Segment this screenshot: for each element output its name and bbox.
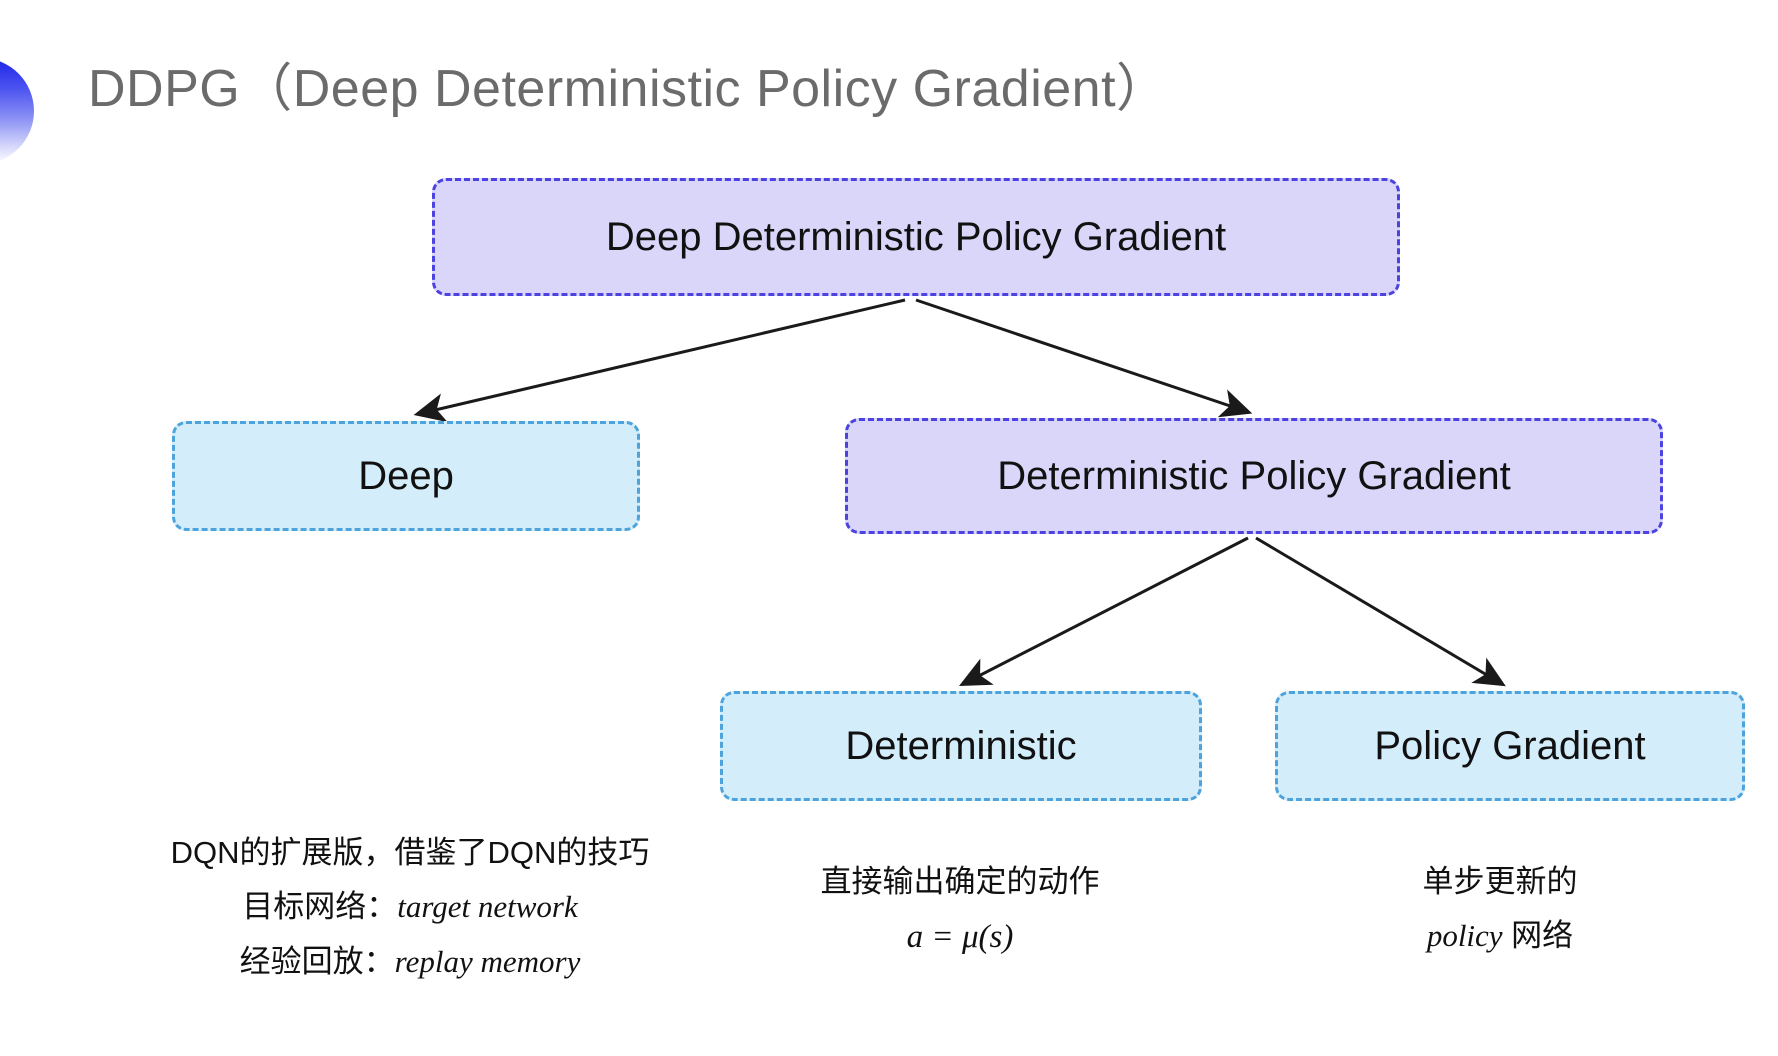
annotation-deterministic-line1: 直接输出确定的动作 (820, 864, 1100, 899)
annotation-deterministic: 直接输出确定的动作 a = μ(s) (770, 855, 1150, 967)
annotation-deep: DQN的扩展版，借鉴了DQN的技巧 目标网络：target network 经验… (150, 826, 670, 989)
edge-dpg-to-policy-gradient (1255, 536, 1506, 687)
annotation-policy-gradient: 单步更新的 policy 网络 (1320, 855, 1680, 964)
annotation-policy-gradient-suffix: 网络 (1502, 918, 1574, 954)
edge-dpg-to-deterministic (958, 536, 1249, 687)
edge-root-to-deep (413, 298, 906, 423)
node-policy-gradient[interactable]: Policy Gradient (1275, 691, 1745, 801)
node-deep-deterministic-policy-gradient[interactable]: Deep Deterministic Policy Gradient (432, 178, 1400, 296)
annotation-deep-line2-term: target network (397, 889, 578, 925)
node-deterministic[interactable]: Deterministic (720, 691, 1202, 801)
annotation-policy-gradient-line2: policy 网络 (1320, 909, 1680, 963)
node-deep[interactable]: Deep (172, 421, 640, 531)
annotation-deep-line2: 目标网络：target network (150, 880, 670, 934)
annotation-policy-gradient-term: policy (1426, 918, 1503, 954)
annotation-deep-line1: DQN的扩展版，借鉴了DQN的技巧 (170, 835, 650, 870)
annotation-deterministic-formula: a = μ(s) (906, 919, 1014, 956)
annotation-deep-line3: 经验回放：replay memory (150, 935, 670, 989)
annotation-deep-line2-label: 目标网络： (242, 889, 398, 925)
title-bullet-icon (0, 58, 34, 164)
page-title: DDPG（Deep Deterministic Policy Gradient） (88, 60, 1169, 118)
node-deterministic-policy-gradient[interactable]: Deterministic Policy Gradient (845, 418, 1663, 534)
annotation-deep-line3-term: replay memory (394, 943, 581, 979)
edge-root-to-dpg (915, 298, 1253, 418)
annotation-deep-line3-label: 经验回放： (239, 943, 395, 979)
annotation-policy-gradient-line1: 单步更新的 (1422, 864, 1578, 899)
